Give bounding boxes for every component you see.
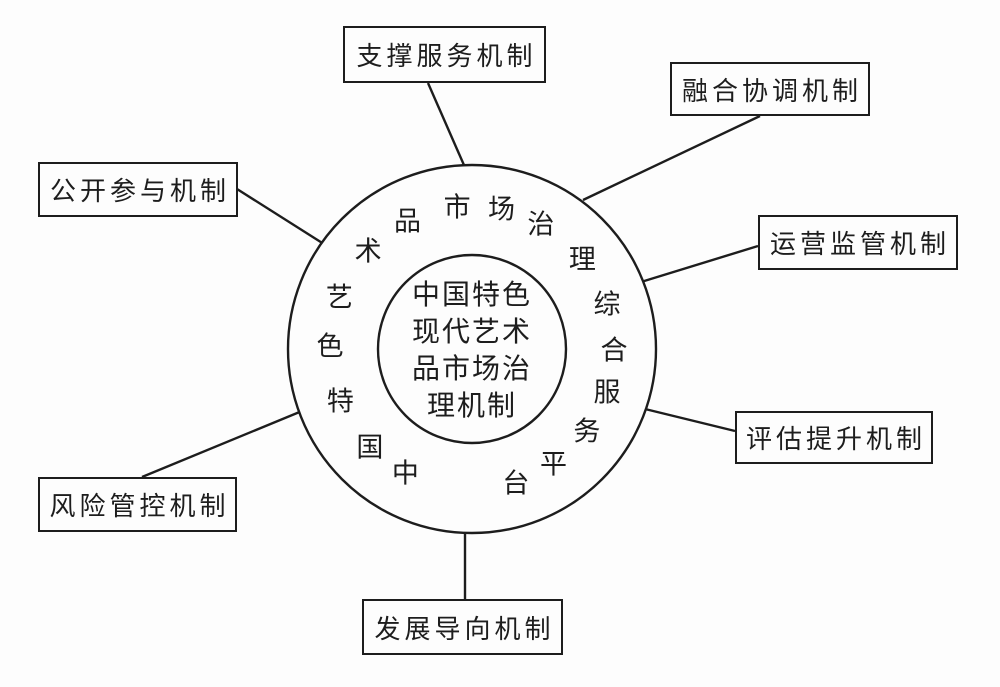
ring-char: 艺 [325,282,353,313]
center-text-line: 品市场治 [411,354,533,385]
ring-char: 色 [316,331,344,362]
node-box-development-orientation: 发展导向机制 [362,599,563,655]
node-box-public-participation: 公开参与机制 [38,162,238,217]
node-box-support-service: 支撑服务机制 [343,26,546,83]
inner-circle [376,253,568,445]
ring-char: 术 [354,236,382,267]
ring-char: 务 [573,416,601,447]
ring-char: 特 [326,386,354,417]
ring-char: 理 [568,244,596,275]
hub-center-text: 中国特色现代艺术品市场治理机制 [412,277,532,425]
ring-char: 合 [600,335,628,366]
ring-char: 市 [443,192,471,223]
node-box-evaluation-improvement: 评估提升机制 [735,411,933,464]
ring-char: 品 [394,206,422,237]
ring-char: 服 [593,377,621,408]
connector-line-support-service [426,82,469,173]
ring-char: 中 [391,458,419,489]
connector-line-risk-control [141,409,303,479]
ring-char: 场 [488,194,516,225]
ring-char: 平 [539,449,567,480]
center-text-line: 现代艺术 [411,317,533,348]
center-text-line: 中国特色 [411,280,533,311]
node-box-integration-coordination: 融合协调机制 [670,62,870,116]
node-box-operation-supervision: 运营监管机制 [758,215,958,270]
ring-char: 综 [593,289,621,320]
ring-char: 国 [356,432,384,463]
ring-char: 台 [502,468,530,499]
connector-line-integration-coordination [582,114,761,202]
ring-char: 治 [527,209,555,240]
node-box-risk-control: 风险管控机制 [38,477,237,532]
center-text-line: 理机制 [426,391,518,422]
connector-line-operation-supervision [640,244,759,284]
connector-line-evaluation-improvement [644,407,736,433]
connector-line-public-participation [236,187,328,248]
